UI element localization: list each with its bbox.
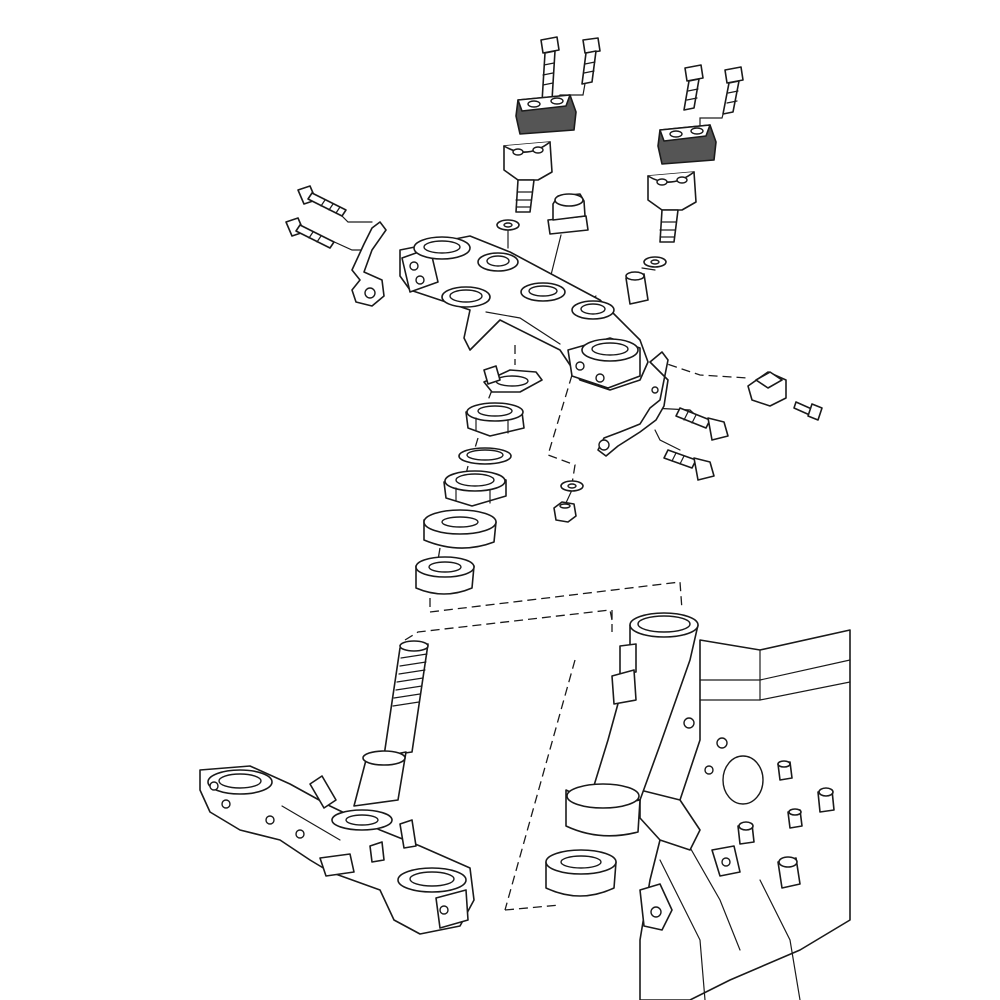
handlebar-clamp-bolt bbox=[683, 64, 704, 111]
cable-guide-bracket bbox=[351, 221, 387, 307]
pinch-bolt bbox=[285, 217, 335, 249]
frame bbox=[639, 629, 851, 1000]
handlebar-clamp-bolt bbox=[722, 66, 744, 115]
upper-handlebar-clamp bbox=[657, 124, 717, 165]
cable-guide-bracket bbox=[597, 351, 669, 457]
washer bbox=[496, 219, 520, 231]
upper-handlebar-clamp bbox=[515, 94, 577, 135]
upper-ring-nut bbox=[465, 402, 525, 437]
pinch-bolt bbox=[663, 449, 715, 481]
steering-stem bbox=[353, 640, 429, 807]
upper-bearing bbox=[415, 556, 475, 595]
pinch-bolt bbox=[675, 407, 729, 441]
pinch-bolt bbox=[297, 185, 347, 217]
upper-triple-clamp bbox=[399, 235, 649, 391]
washer bbox=[643, 256, 667, 268]
lower-triple-clamp bbox=[199, 765, 475, 935]
rubber-washer bbox=[458, 447, 512, 465]
handlebar-clamp-bolt bbox=[540, 36, 560, 103]
lock-washer bbox=[483, 365, 543, 393]
steering-stem-nut bbox=[547, 193, 589, 235]
wire-clip bbox=[747, 371, 787, 407]
wire-clip-screw bbox=[793, 401, 823, 421]
nut bbox=[553, 501, 577, 523]
lower-bearing bbox=[545, 849, 617, 897]
washer bbox=[560, 480, 584, 492]
frame-head-tube bbox=[565, 612, 699, 837]
leader-lines bbox=[329, 77, 749, 911]
lower-handlebar-holder bbox=[503, 141, 553, 213]
lower-ring-nut bbox=[443, 470, 507, 507]
bushing bbox=[625, 271, 649, 305]
handlebar-clamp-bolt bbox=[581, 37, 601, 85]
lower-handlebar-holder bbox=[647, 171, 697, 243]
bearing-cover bbox=[423, 509, 497, 549]
